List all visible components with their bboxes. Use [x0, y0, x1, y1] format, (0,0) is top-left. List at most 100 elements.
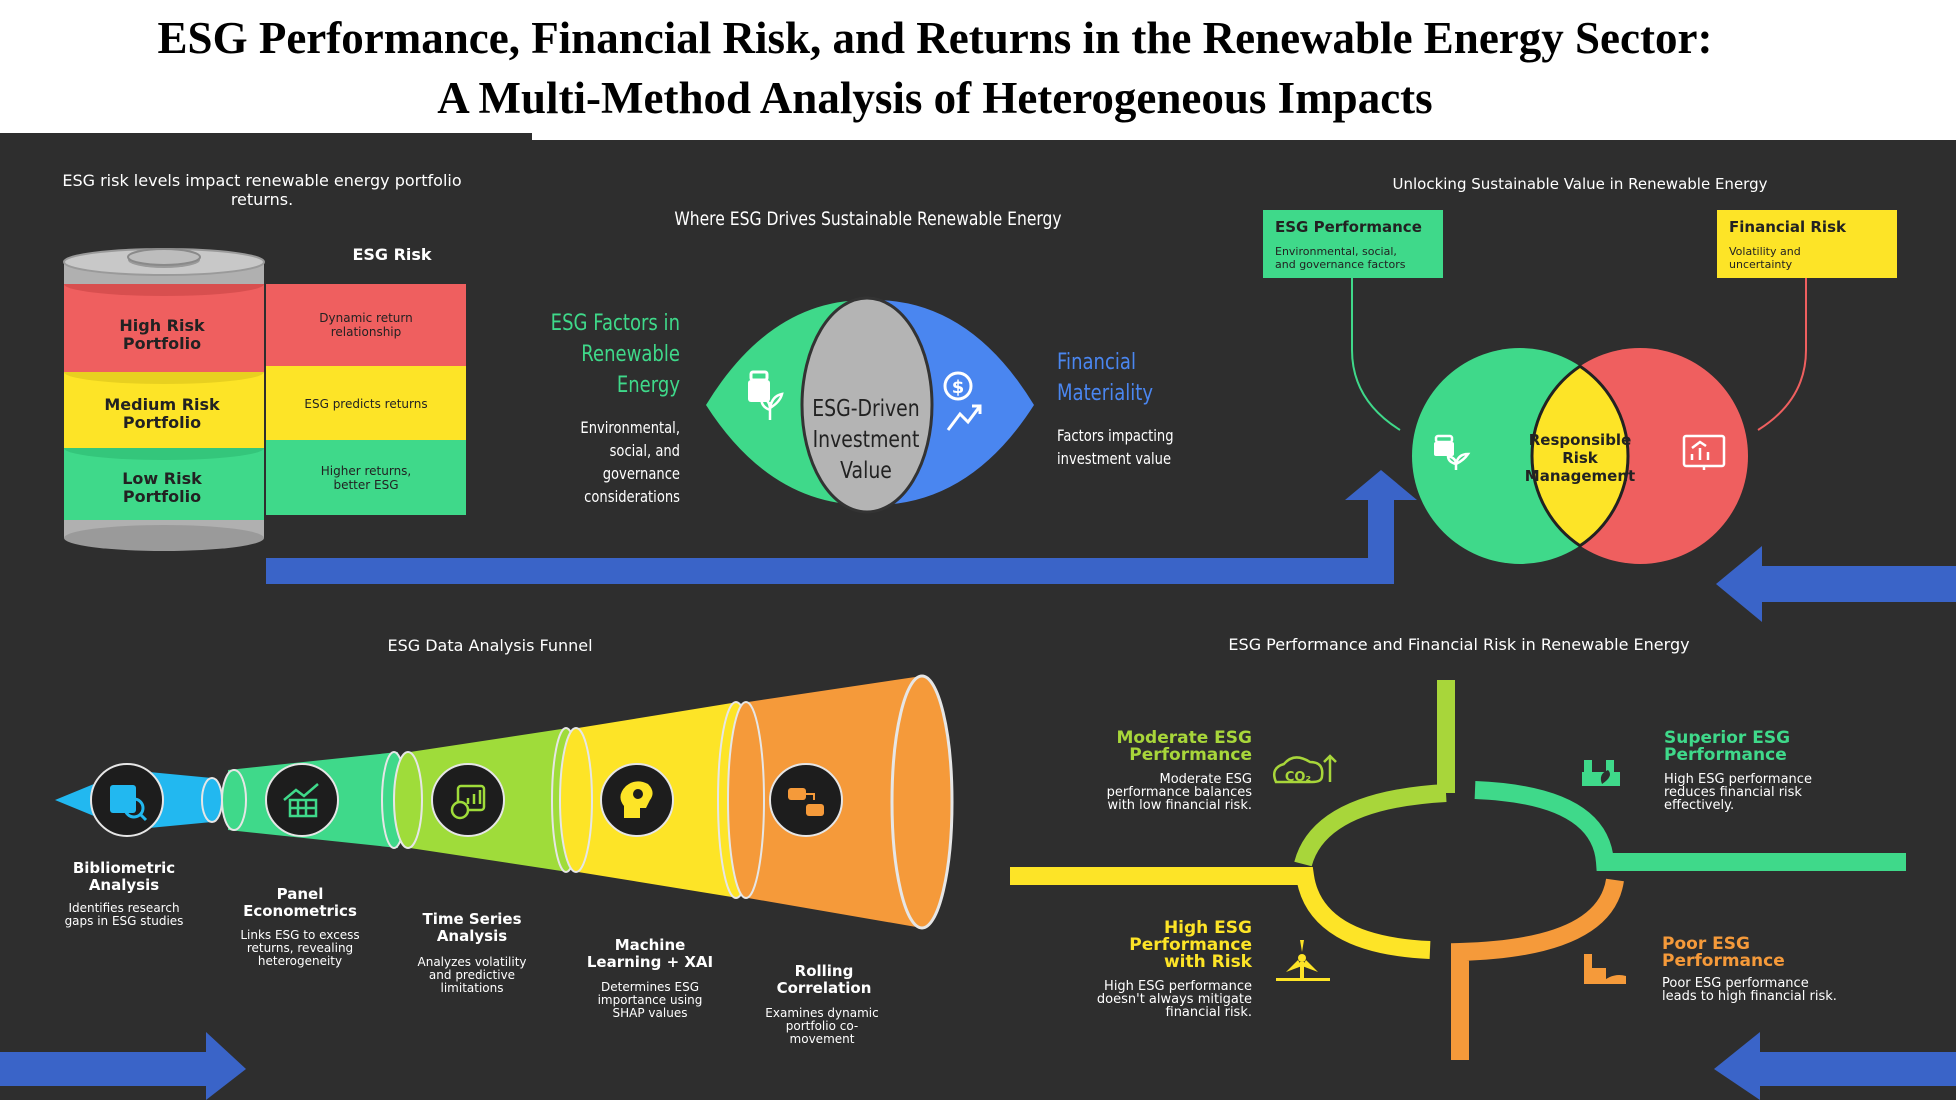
- stage-2-title-2: Econometrics: [243, 902, 357, 920]
- stage-5-desc-2: portfolio co-: [786, 1019, 858, 1033]
- title-line-1: ESG Performance, Financial Risk, and Ret…: [157, 13, 1713, 63]
- stage-1-desc-1: Identifies research: [68, 901, 179, 915]
- moderate-esg-ring: [1294, 680, 1455, 867]
- moderate-esg-desc-1: Moderate ESG: [1160, 772, 1253, 787]
- co2-icon: CO₂: [1273, 754, 1337, 785]
- stage-1-title-2: Analysis: [89, 876, 159, 894]
- funnel-caption: ESG Data Analysis Funnel: [387, 636, 592, 655]
- funnel-section: ESG Data Analysis Funnel: [55, 636, 954, 1046]
- flow-arrow-up-right: [266, 470, 1417, 584]
- superior-esg-ring: [1474, 781, 1906, 871]
- high-risk-label-1: High Risk: [119, 316, 205, 335]
- moderate-esg-title-2: Performance: [1129, 745, 1252, 765]
- stage-2-desc-1: Links ESG to excess: [240, 928, 359, 942]
- stage-3-desc-2: and predictive: [429, 968, 515, 982]
- stage-5-desc-1: Examines dynamic: [765, 1006, 878, 1020]
- esg-risk-section: ESG risk levels impact renewable energy …: [62, 171, 466, 551]
- stage-2-desc-2: returns, revealing: [247, 941, 353, 955]
- superior-esg-desc-3: effectively.: [1664, 798, 1734, 813]
- medium-risk-segment: [64, 372, 264, 448]
- dollar-growth-icon: $: [943, 371, 982, 431]
- center-value-2: Investment: [813, 425, 920, 452]
- high-risk-desc-2: relationship: [331, 325, 402, 339]
- stage-4-desc-3: SHAP values: [613, 1006, 688, 1020]
- portfolio-cylinder: [63, 248, 265, 551]
- low-risk-label-1: Low Risk: [122, 469, 202, 488]
- stage-4-title-1: Machine: [615, 936, 686, 954]
- wind-turbine-icon: [1276, 940, 1330, 981]
- stage-1-desc-2: gaps in ESG studies: [65, 914, 184, 928]
- poor-esg-title-2: Performance: [1662, 951, 1785, 971]
- factory-hand-icon: [1584, 954, 1626, 984]
- stage-3-title-1: Time Series: [422, 910, 521, 928]
- chart-board-icon: [1682, 434, 1726, 470]
- quadrant-caption: ESG Performance and Financial Risk in Re…: [1228, 635, 1689, 654]
- responsible-risk-1: Responsible: [1529, 431, 1632, 449]
- stage-4-desc-2: importance using: [598, 993, 703, 1007]
- stage-3-desc-1: Analyzes volatility: [418, 955, 527, 969]
- stage-2-title-1: Panel: [277, 885, 324, 903]
- medium-risk-desc-1: ESG predicts returns: [304, 397, 427, 411]
- esg-factors-heading-1: ESG Factors in: [551, 309, 680, 335]
- flow-arrow-right-bottom: [0, 1032, 246, 1100]
- esg-drives-caption: Where ESG Drives Sustainable Renewable E…: [674, 209, 1061, 231]
- esg-risk-caption-line-2: returns.: [231, 190, 293, 209]
- chart-table-icon: [265, 763, 339, 837]
- stage-3-title-2: Analysis: [437, 927, 507, 945]
- superior-esg-desc-1: High ESG performance: [1664, 772, 1812, 787]
- responsible-risk-2: Risk: [1562, 449, 1599, 467]
- cars-icon: [769, 763, 843, 837]
- financial-risk-box-desc-1: Volatility and: [1729, 245, 1801, 258]
- high-esg-risk-title-3: with Risk: [1164, 952, 1253, 972]
- page-title: ESG Performance, Financial Risk, and Ret…: [0, 8, 1870, 128]
- clock-chart-icon: [431, 763, 505, 837]
- medium-risk-desc-box: [266, 366, 466, 440]
- stage-5-desc-3: movement: [790, 1032, 855, 1046]
- esg-risk-caption-line-1: ESG risk levels impact renewable energy …: [62, 171, 461, 190]
- low-risk-desc-2: better ESG: [333, 478, 398, 492]
- responsible-risk-3: Management: [1525, 467, 1635, 485]
- high-esg-risk-title-2: Performance: [1129, 935, 1252, 955]
- moderate-esg-desc-2: performance balances: [1107, 785, 1253, 800]
- esg-driven-value-ellipse: [800, 296, 934, 514]
- low-risk-label-2: Portfolio: [123, 487, 201, 506]
- svg-text:$: $: [952, 377, 965, 398]
- esg-performance-box-desc-1: Environmental, social,: [1275, 245, 1397, 258]
- medium-risk-label-2: Portfolio: [123, 413, 201, 432]
- center-value-1: ESG-Driven: [812, 394, 919, 421]
- superior-esg-title-1: Superior ESG: [1664, 728, 1790, 748]
- stage-5-title-2: Correlation: [777, 979, 872, 997]
- search-document-icon: [90, 763, 164, 837]
- superior-esg-title-2: Performance: [1664, 745, 1787, 765]
- medium-risk-label-1: Medium Risk: [104, 395, 220, 414]
- financial-risk-connector: [1757, 278, 1807, 431]
- financial-materiality-desc-2: investment value: [1057, 450, 1171, 469]
- esg-performance-box: [1263, 210, 1443, 278]
- esg-factors-desc-1: Environmental,: [580, 419, 680, 438]
- poor-esg-desc-2: leads to high financial risk.: [1662, 989, 1837, 1004]
- financial-risk-box-title: Financial Risk: [1729, 218, 1847, 236]
- high-risk-segment: [64, 284, 264, 372]
- high-risk-desc-1: Dynamic return: [319, 311, 412, 325]
- flow-arrow-left-bottom: [1714, 1032, 1956, 1100]
- plant-box-icon: [748, 370, 784, 420]
- esg-risk-header: ESG Risk: [352, 245, 431, 264]
- high-esg-risk-ring: [1010, 867, 1431, 959]
- responsible-risk-overlap: [1530, 364, 1630, 548]
- esg-performance-box-title: ESG Performance: [1275, 218, 1422, 236]
- high-esg-risk-title-1: High ESG: [1164, 918, 1252, 938]
- high-risk-desc-box: [266, 284, 466, 366]
- poor-esg-ring: [1451, 878, 1624, 1060]
- financial-materiality-heading-1: Financial: [1057, 348, 1136, 374]
- esg-factors-heading-2: Renewable: [581, 340, 680, 366]
- plant-box-icon: [1434, 434, 1471, 470]
- brain-gear-icon: [600, 763, 674, 837]
- poor-esg-title-1: Poor ESG: [1662, 934, 1750, 954]
- center-value-3: Value: [840, 456, 892, 483]
- low-risk-desc-1: Higher returns,: [321, 464, 411, 478]
- stage-1-title-1: Bibliometric: [73, 859, 175, 877]
- high-esg-risk-desc-1: High ESG performance: [1104, 979, 1252, 994]
- esg-factors-desc-3: governance: [603, 465, 680, 484]
- moderate-esg-desc-3: with low financial risk.: [1107, 798, 1252, 813]
